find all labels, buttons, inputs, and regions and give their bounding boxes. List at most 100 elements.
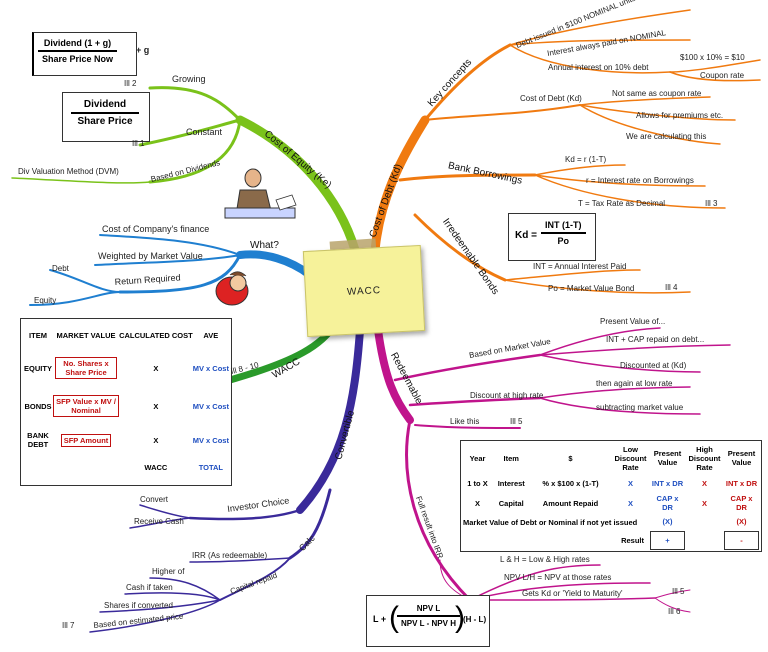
node-irr[interactable]: IRR (As redeemable)	[192, 551, 268, 560]
node-ill6[interactable]: Ill 6	[668, 607, 681, 616]
node-lh[interactable]: L & H = Low & High rates	[500, 555, 590, 564]
irr-formula-box: L + ( NPV L NPV L - NPV H ) (H - L)	[366, 595, 490, 647]
irr-den: NPV L - NPV H	[401, 619, 456, 628]
node-t-def[interactable]: T = Tax Rate as Decimal	[578, 199, 666, 208]
node-weighted[interactable]: Weighted by Market Value	[98, 251, 203, 261]
wacc-row-ave: MV x Cost	[192, 401, 229, 411]
redeem-result-low: +	[650, 530, 685, 550]
kd-formula-fraction: INT (1-T) Po	[541, 218, 586, 248]
redeem-grid: Year Item $ Low Discount Rate Present Va…	[463, 443, 759, 550]
node-po-def[interactable]: Po = Market Value Bond	[548, 284, 635, 293]
redeem-header: Present Value	[727, 449, 756, 467]
person-illustration	[224, 168, 297, 219]
node-discounted[interactable]: Discounted at (Kd)	[620, 361, 687, 370]
wacc-row-item: EQUITY	[24, 363, 52, 373]
node-gets-kd[interactable]: Gets Kd or 'Yield to Maturity'	[522, 589, 623, 598]
redeem-header: High Discount Rate	[688, 444, 721, 472]
node-constant[interactable]: Constant	[186, 127, 223, 137]
node-npv[interactable]: NPV L/H = NPV at those rates	[504, 573, 612, 582]
node-allows[interactable]: Allows for premiums etc.	[636, 111, 724, 120]
redeem-cell: X	[627, 498, 633, 508]
redeem-cell: INT x DR	[651, 478, 684, 488]
redeem-cell: % x $100 x (1-T)	[542, 478, 599, 488]
redeem-cell: Capital	[498, 498, 524, 508]
node-cost-of-debt[interactable]: Cost of Debt (Kd)	[520, 94, 582, 103]
node-not-same[interactable]: Not same as coupon rate	[612, 89, 702, 98]
node-shares-if-converted[interactable]: Shares if converted	[104, 601, 173, 610]
node-calc[interactable]: $100 x 10% = $10	[680, 53, 745, 62]
node-kd-formula[interactable]: Kd = r (1-T)	[565, 155, 607, 164]
redeem-cell: INT x DR	[725, 478, 758, 488]
redeem-result-high: -	[724, 530, 759, 550]
constant-num: Dividend	[71, 97, 139, 114]
node-convert[interactable]: Convert	[140, 495, 169, 504]
irr-paren-close: )	[455, 601, 465, 634]
wacc-row-ave: MV x Cost	[192, 363, 229, 373]
redeem-mv-row: Market Value of Debt or Nominal if not y…	[463, 517, 638, 527]
kd-formula-den: Po	[557, 236, 569, 246]
wacc-header-item: ITEM	[29, 330, 47, 340]
wacc-header-cost: CALCULATED COST	[119, 330, 193, 340]
node-ill1[interactable]: Ill 1	[132, 139, 145, 148]
redeem-table: Year Item $ Low Discount Rate Present Va…	[460, 440, 762, 552]
wacc-grid: ITEM MARKET VALUE CALCULATED COST AVE EQ…	[23, 321, 229, 479]
node-cost-company[interactable]: Cost of Company's finance	[102, 224, 210, 234]
node-like-this[interactable]: Like this	[450, 417, 480, 426]
irr-num: NPV L	[397, 602, 460, 617]
node-annual-interest[interactable]: Annual interest on 10% debt	[548, 63, 649, 72]
node-equity[interactable]: Equity	[34, 296, 57, 305]
irr-l: L +	[373, 614, 387, 624]
node-subtracting[interactable]: subtracting market value	[596, 403, 684, 412]
node-ill3[interactable]: Ill 3	[705, 199, 718, 208]
redeem-cell: Interest	[497, 478, 525, 488]
kd-formula-box: Kd = INT (1-T) Po	[508, 213, 596, 261]
node-ill5[interactable]: Ill 5	[510, 417, 523, 426]
wacc-header-ave: AVE	[203, 330, 219, 340]
redeem-cell: Amount Repaid	[542, 498, 599, 508]
redeem-header: Present Value	[653, 449, 682, 467]
redeem-cell: X	[701, 478, 707, 488]
branch-what[interactable]: What?	[250, 240, 279, 251]
redeem-header: Low Discount Rate	[614, 444, 647, 472]
center-node[interactable]: WACC	[302, 244, 426, 338]
node-higher-of[interactable]: Higher of	[152, 567, 185, 576]
redeem-result: Result	[621, 535, 644, 545]
node-ill7[interactable]: Ill 7	[62, 621, 75, 630]
kd-formula-left: Kd =	[515, 230, 537, 241]
redeem-header: $	[568, 453, 573, 463]
node-r-def[interactable]: r = Interest rate on Borrowings	[586, 176, 694, 185]
wacc-header-mv: MARKET VALUE	[56, 330, 116, 340]
wacc-row-mv: SFP Amount	[60, 433, 112, 447]
constant-fraction: Dividend Share Price	[71, 97, 139, 129]
node-pv-of[interactable]: Present Value of...	[600, 317, 666, 326]
wacc-footer-left: WACC	[144, 462, 168, 472]
irr-hl: (H - L)	[463, 615, 487, 624]
node-ill2[interactable]: Ill 2	[124, 79, 137, 88]
node-dvm[interactable]: Div Valuation Method (DVM)	[18, 167, 119, 176]
redeem-cell: X	[474, 498, 480, 508]
node-int-cap[interactable]: INT + CAP repaid on debt...	[606, 335, 705, 344]
node-ill4[interactable]: Ill 4	[665, 283, 678, 292]
node-cash-if-taken[interactable]: Cash if taken	[126, 583, 173, 592]
growing-num: Dividend (1 + g)	[38, 36, 118, 52]
redeem-cell: 1 to X	[467, 478, 488, 488]
node-receive-cash[interactable]: Receive Cash	[134, 517, 184, 526]
node-int-def[interactable]: INT = Annual Interest Paid	[533, 262, 627, 271]
node-debt[interactable]: Debt	[52, 264, 69, 273]
wacc-row-cost: X	[153, 401, 159, 411]
node-coupon-rate[interactable]: Coupon rate	[700, 71, 745, 80]
wacc-row-item: BANK DEBT	[27, 431, 49, 449]
irr-paren-open: (	[389, 601, 399, 634]
node-then-again[interactable]: then again at low rate	[596, 379, 673, 388]
node-ill5b[interactable]: Ill 5	[672, 587, 685, 596]
wacc-footer-right: TOTAL	[198, 462, 223, 472]
irr-fraction: NPV L NPV L - NPV H	[397, 602, 460, 630]
person-illustration-2	[215, 271, 249, 306]
node-discount-high[interactable]: Discount at high rate	[470, 391, 544, 400]
wacc-row-ave: MV x Cost	[192, 435, 229, 445]
growing-formula-box: Dividend (1 + g) Share Price Now	[32, 32, 137, 76]
node-calculating[interactable]: We are calculating this	[626, 132, 707, 141]
redeem-cell: CAP x DR	[656, 494, 679, 512]
node-growing[interactable]: Growing	[172, 74, 206, 84]
